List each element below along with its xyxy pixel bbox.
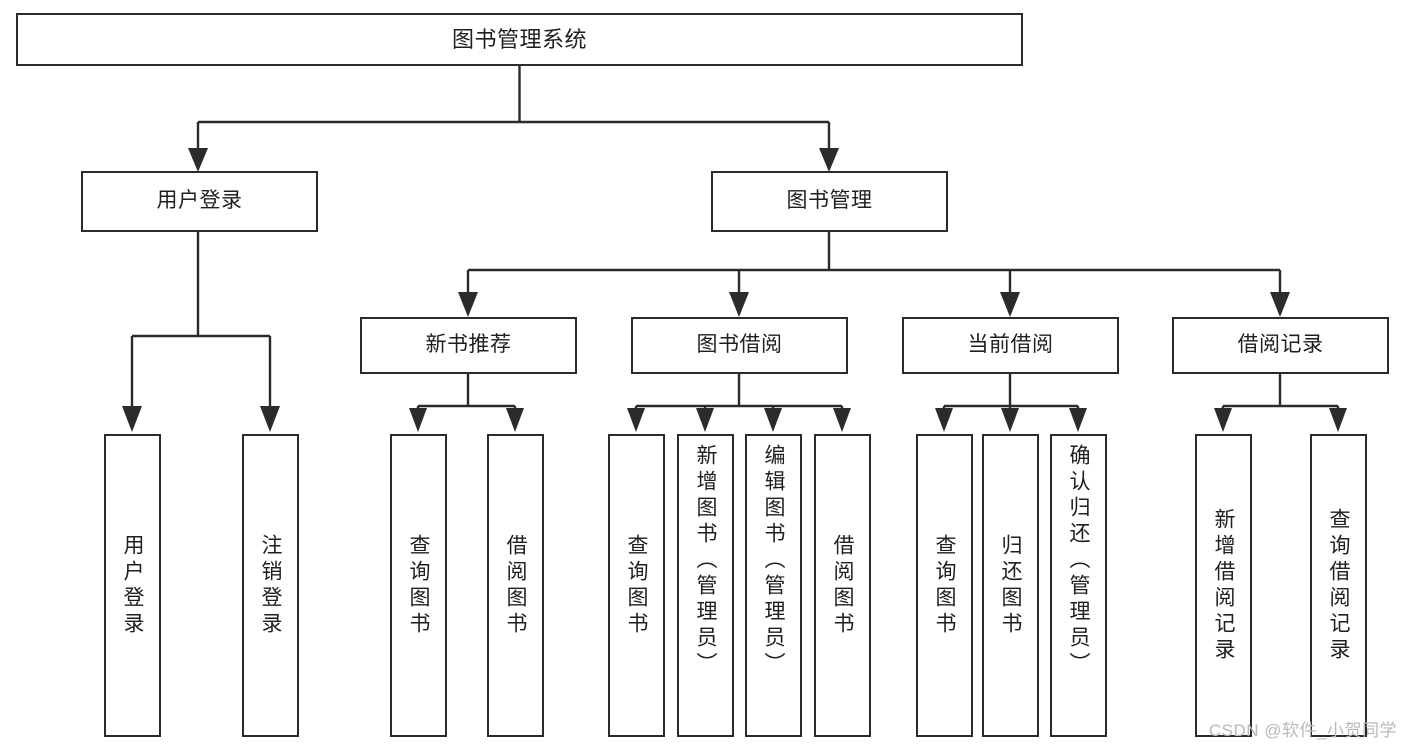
arrowhead-book-borrow — [729, 292, 749, 317]
node-leaf-add-book[interactable]: 新增图书（管理员） — [677, 434, 734, 737]
csdn-watermark: CSDN @软件_小贺同学 — [1208, 721, 1397, 740]
arrowhead-leaf-query-book-2 — [627, 408, 645, 432]
node-leaf-borrow-book-1[interactable]: 借阅图书 — [487, 434, 544, 737]
node-leaf-query-book-1[interactable]: 查询图书 — [390, 434, 447, 737]
node-leaf-user-logout-label: 注销登录 — [259, 533, 282, 638]
arrowhead-leaf-user-logout — [260, 406, 280, 432]
arrowhead-leaf-confirm-return — [1069, 408, 1087, 432]
node-borrow-record[interactable]: 借阅记录 — [1172, 317, 1389, 374]
node-leaf-borrow-book-2-label: 借阅图书 — [831, 533, 854, 638]
arrowhead-book-manage — [819, 148, 839, 172]
node-leaf-user-logout[interactable]: 注销登录 — [242, 434, 299, 737]
arrowhead-leaf-return-book — [1001, 408, 1019, 432]
node-borrow-record-label: 借阅记录 — [1237, 333, 1324, 357]
node-leaf-query-book-3-label: 查询图书 — [933, 533, 956, 638]
node-book-manage[interactable]: 图书管理 — [711, 171, 948, 232]
node-user-login[interactable]: 用户登录 — [81, 171, 318, 232]
node-leaf-return-book-label: 归还图书 — [999, 533, 1022, 638]
arrowhead-leaf-add-record — [1214, 408, 1232, 432]
node-leaf-query-book-1-label: 查询图书 — [407, 533, 430, 638]
node-book-manage-label: 图书管理 — [786, 189, 873, 213]
node-leaf-edit-book[interactable]: 编辑图书（管理员） — [745, 434, 802, 737]
arrowhead-leaf-edit-book — [764, 408, 782, 432]
node-leaf-add-record-label: 新增借阅记录 — [1212, 507, 1235, 664]
node-leaf-user-login[interactable]: 用户登录 — [104, 434, 161, 737]
node-leaf-confirm-return-label: 确认归还（管理员） — [1067, 444, 1090, 678]
node-leaf-confirm-return[interactable]: 确认归还（管理员） — [1050, 434, 1107, 737]
node-leaf-add-book-label: 新增图书（管理员） — [694, 444, 717, 678]
node-leaf-user-login-label: 用户登录 — [121, 533, 144, 638]
node-root[interactable]: 图书管理系统 — [16, 13, 1023, 66]
arrowhead-borrow-record — [1270, 292, 1290, 317]
node-leaf-borrow-book-2[interactable]: 借阅图书 — [814, 434, 871, 737]
arrowhead-new-book-recommend — [458, 292, 478, 317]
node-user-login-label: 用户登录 — [156, 189, 243, 213]
node-leaf-query-book-2-label: 查询图书 — [625, 533, 648, 638]
node-leaf-query-record-label: 查询借阅记录 — [1327, 507, 1350, 664]
node-current-borrow[interactable]: 当前借阅 — [902, 317, 1119, 374]
node-leaf-add-record[interactable]: 新增借阅记录 — [1195, 434, 1252, 737]
node-leaf-query-book-2[interactable]: 查询图书 — [608, 434, 665, 737]
node-current-borrow-label: 当前借阅 — [967, 333, 1054, 357]
arrowhead-user-login — [188, 148, 208, 172]
node-leaf-query-book-3[interactable]: 查询图书 — [916, 434, 973, 737]
arrowhead-leaf-query-book-1 — [409, 408, 427, 432]
node-leaf-return-book[interactable]: 归还图书 — [982, 434, 1039, 737]
node-book-borrow-label: 图书借阅 — [696, 333, 783, 357]
arrowhead-leaf-borrow-book-2 — [833, 408, 851, 432]
arrowhead-leaf-add-book — [696, 408, 714, 432]
node-new-book-recommend[interactable]: 新书推荐 — [360, 317, 577, 374]
node-new-book-recommend-label: 新书推荐 — [425, 333, 512, 357]
node-root-label: 图书管理系统 — [451, 26, 587, 52]
arrowhead-leaf-query-book-3 — [935, 408, 953, 432]
arrowhead-leaf-borrow-book-1 — [506, 408, 524, 432]
node-leaf-query-record[interactable]: 查询借阅记录 — [1310, 434, 1367, 737]
node-leaf-edit-book-label: 编辑图书（管理员） — [762, 444, 785, 678]
node-leaf-borrow-book-1-label: 借阅图书 — [504, 533, 527, 638]
arrowhead-leaf-user-login — [122, 406, 142, 432]
arrowhead-leaf-query-record — [1329, 408, 1347, 432]
arrowhead-current-borrow — [1000, 292, 1020, 317]
node-book-borrow[interactable]: 图书借阅 — [631, 317, 848, 374]
